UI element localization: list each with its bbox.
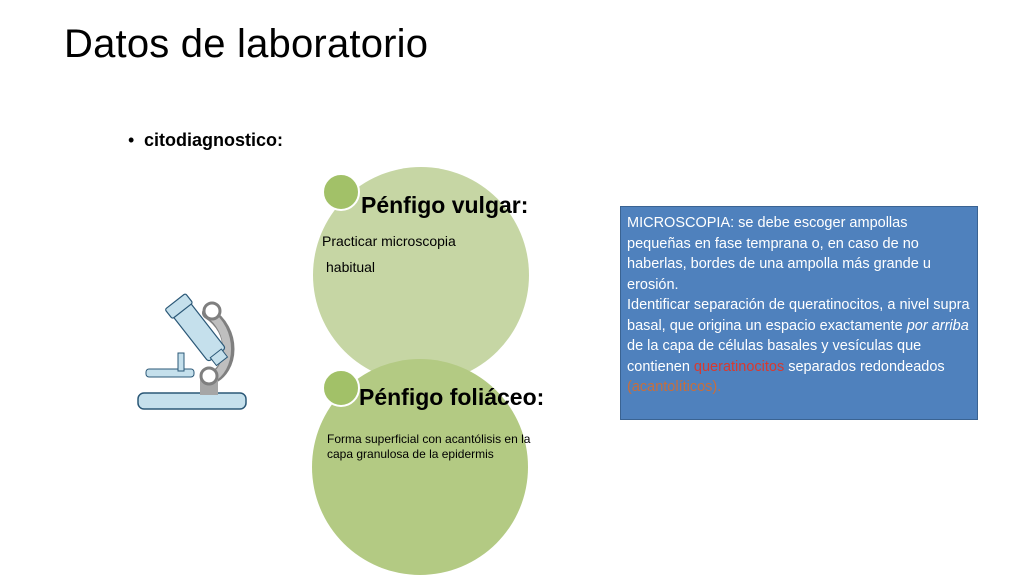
heading-penfigo-vulgar: Pénfigo vulgar: xyxy=(361,192,529,218)
highlight-acantoliticos: (acantolíticos). xyxy=(627,379,722,395)
slide-title: Datos de laboratorio xyxy=(64,22,429,66)
microscopia-paragraph-1: MICROSCOPIA: se debe escoger ampollas pe… xyxy=(627,215,931,293)
bullet-item: • citodiagnostico: xyxy=(128,130,283,151)
microscopia-box: MICROSCOPIA: se debe escoger ampollas pe… xyxy=(620,206,978,420)
penfigo-vulgar-line-2: habitual xyxy=(326,259,376,275)
penfigo-foliaceo-text: Forma superficial con acantólisis en la … xyxy=(327,432,531,461)
microscopia-italic: por arriba xyxy=(906,317,969,334)
accent-circle xyxy=(322,369,360,407)
penfigo-vulgar-line-1: Practicar microscopia xyxy=(322,233,456,249)
microscopia-text: separados redondeados xyxy=(784,358,945,375)
microscopia-paragraph-2: Identificar separación de queratinocitos… xyxy=(627,295,971,398)
bullet-dot: • xyxy=(128,130,135,150)
bullet-text: citodiagnostico: xyxy=(144,130,283,150)
microscope-icon xyxy=(137,293,247,410)
microscopia-text: Identificar separación de queratinocitos… xyxy=(627,297,970,334)
microscopia-text: de la capa de células basales y vesícula… xyxy=(627,338,922,375)
accent-circle xyxy=(322,173,360,211)
heading-penfigo-foliaceo: Pénfigo foliáceo: xyxy=(359,384,545,410)
highlight-queratinocitos: queratinocitos xyxy=(693,358,785,375)
